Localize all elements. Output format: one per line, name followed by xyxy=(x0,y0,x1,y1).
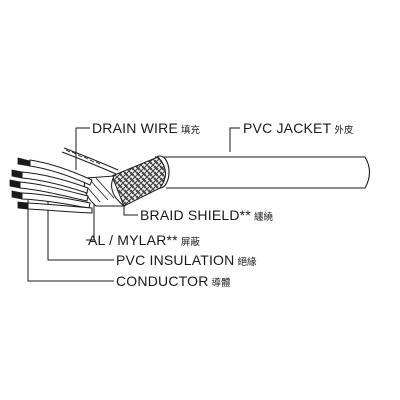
al-mylar-label-en: AL / MYLAR** xyxy=(88,232,178,248)
al-mylar-label-zh: 屏蔽 xyxy=(180,237,200,248)
pvc-jacket-leader xyxy=(229,127,240,152)
conductor-tips xyxy=(9,157,31,210)
conductor-label-zh: 導體 xyxy=(211,278,231,289)
conductor-label-en: CONDUCTOR xyxy=(116,273,209,289)
braid-shield-shape xyxy=(110,156,166,207)
drain-wire-leader xyxy=(75,127,90,170)
pvc-insulation-label-en: PVC INSULATION xyxy=(116,252,235,268)
drain-wire-label-en: DRAIN WIRE xyxy=(92,120,178,136)
drain-wire-shape xyxy=(61,147,119,175)
braid-shield-label-en: BRAID SHIELD** xyxy=(140,207,251,223)
pvc-jacket-label-zh: 外皮 xyxy=(334,125,354,136)
conductor-leader xyxy=(27,200,114,282)
insulated-wires xyxy=(19,159,93,214)
braid-shield-leader xyxy=(123,203,138,216)
leader-lines xyxy=(27,127,240,282)
braid-shield-label: BRAID SHIELD**纏繞 xyxy=(140,208,273,224)
braid-shield-label-zh: 纏繞 xyxy=(253,212,273,223)
pvc-jacket-shape xyxy=(150,155,371,189)
drain-wire-label-zh: 填充 xyxy=(181,125,201,136)
pvc-insulation-leader xyxy=(47,200,114,261)
al-mylar-leader xyxy=(86,196,95,241)
pvc-insulation-label-zh: 絕緣 xyxy=(237,257,257,268)
al-mylar-label: AL / MYLAR**屏蔽 xyxy=(88,233,200,249)
pvc-jacket-label-en: PVC JACKET xyxy=(243,120,332,136)
